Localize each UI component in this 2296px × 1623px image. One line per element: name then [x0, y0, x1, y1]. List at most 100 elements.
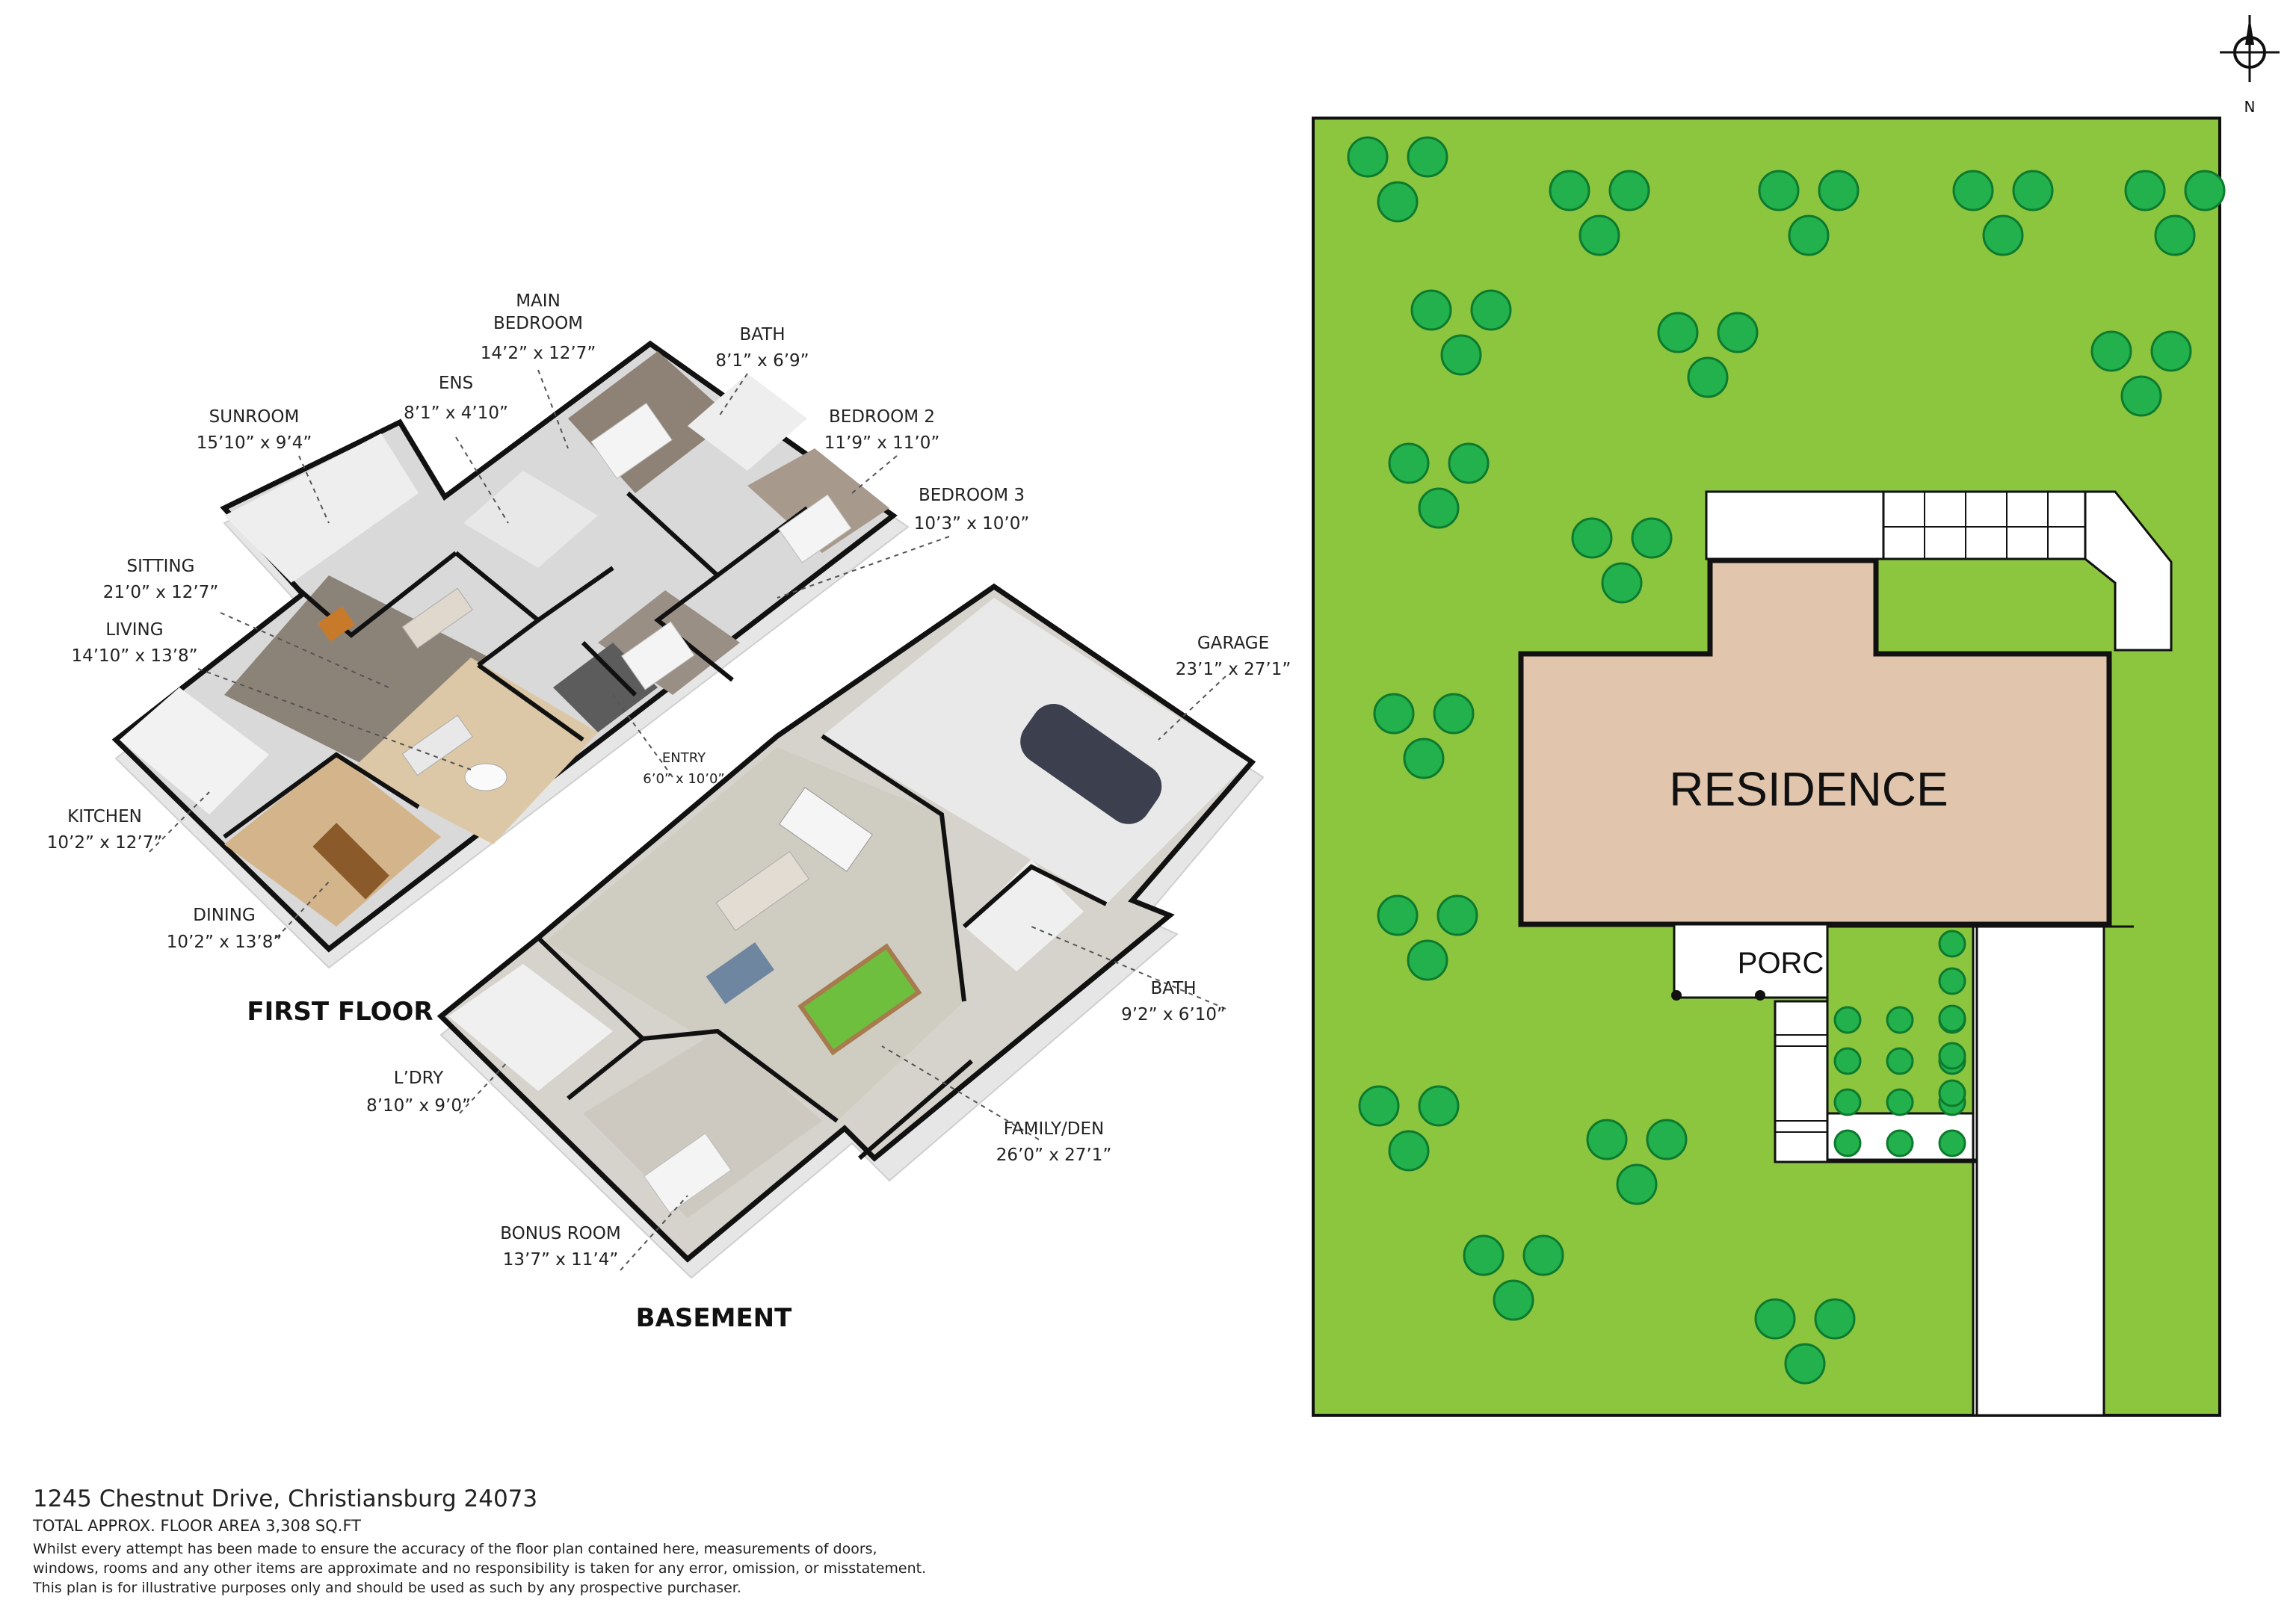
back-deck-boards	[1882, 490, 2087, 560]
tree-icon	[1814, 1298, 1856, 1340]
sofa-icon	[715, 850, 810, 931]
tree-icon	[1463, 1234, 1505, 1276]
bed-icon	[590, 402, 673, 480]
tree-icon	[1982, 214, 2024, 256]
tree-icon	[1403, 738, 1445, 779]
tree-icon	[1938, 1042, 1966, 1070]
tree-icon	[1373, 693, 1415, 735]
tree-icon	[1886, 1006, 1914, 1034]
tree-icon	[2012, 170, 2054, 211]
tree-icon	[1717, 312, 1759, 353]
tree-icon	[2184, 170, 2226, 211]
bed-icon	[644, 1133, 732, 1214]
tree-icon	[2150, 330, 2192, 372]
laundry-floor	[448, 964, 613, 1091]
back-deck-left	[1705, 490, 1885, 560]
tree-icon	[2120, 375, 2162, 417]
tree-icon	[1433, 693, 1475, 735]
tree-icon	[1833, 1129, 1862, 1157]
basement-plan	[436, 583, 1265, 1279]
tree-icon	[1616, 1163, 1658, 1205]
tree-icon	[1758, 170, 1800, 211]
tree-icon	[1788, 214, 1830, 256]
tree-icon	[1784, 1343, 1826, 1385]
tree-icon	[1833, 1047, 1862, 1075]
dining-table-icon	[312, 823, 389, 900]
first-floor-walls	[223, 491, 809, 839]
property-address: 1245 Chestnut Drive, Christiansburg 2407…	[33, 1486, 538, 1512]
tree-icon	[1938, 1004, 1966, 1033]
tree-icon	[1493, 1279, 1534, 1321]
sunroom-floor	[224, 433, 419, 583]
tree-icon	[2090, 330, 2132, 372]
kitchen-floor	[120, 687, 269, 814]
north-compass-icon	[2220, 15, 2280, 82]
tree-icon	[1436, 894, 1478, 936]
sofa-icon	[401, 714, 473, 776]
basement-walls	[536, 734, 1108, 1160]
tree-icon	[2154, 214, 2196, 256]
tree-icon	[1410, 289, 1452, 331]
tree-icon	[1571, 517, 1613, 559]
tree-icon	[1952, 170, 1994, 211]
tree-icon	[1818, 170, 1860, 211]
tree-icon	[1549, 170, 1590, 211]
tree-icon	[1418, 1085, 1460, 1127]
disclaimer-line: Whilst every attempt has been made to en…	[33, 1541, 877, 1557]
tree-icon	[1886, 1047, 1914, 1075]
tree-icon	[1407, 136, 1448, 178]
tree-icon	[1938, 930, 1966, 958]
tree-icon	[1938, 1079, 1966, 1107]
basement-title: BASEMENT	[636, 1303, 792, 1333]
tree-icon	[1388, 1130, 1430, 1172]
first-floor-plan	[111, 340, 910, 969]
tree-icon	[1578, 214, 1620, 256]
ens-floor	[463, 471, 598, 568]
tree-icon	[1418, 487, 1460, 529]
trees	[1347, 136, 2226, 1385]
sofa-icon	[706, 942, 774, 1004]
fireplace-icon	[318, 606, 355, 642]
tree-icon	[1657, 312, 1699, 353]
sofa-icon	[401, 587, 473, 649]
tree-icon	[1608, 170, 1650, 211]
tree-icon	[1358, 1085, 1400, 1127]
tree-icon	[1886, 1129, 1914, 1157]
tree-icon	[1440, 334, 1482, 376]
tree-icon	[1470, 289, 1512, 331]
disclaimer-line: windows, rooms and any other items are a…	[33, 1560, 927, 1577]
basement-bath-floor	[964, 859, 1084, 971]
first-floor-title: FIRST FLOOR	[247, 997, 433, 1027]
disclaimer-line: This plan is for illustrative purposes o…	[33, 1580, 741, 1596]
tree-icon	[1687, 356, 1729, 398]
tree-icon	[1631, 517, 1673, 559]
tree-icon	[1522, 1234, 1564, 1276]
tree-icon	[1833, 1006, 1862, 1034]
room-labels	[149, 369, 1226, 1271]
tree-icon	[1586, 1119, 1628, 1160]
bed-icon	[621, 621, 695, 690]
site-plan: RESIDENCE PORCH N	[1312, 15, 2280, 1417]
tree-icon	[1448, 442, 1490, 484]
coffee-table-icon	[464, 763, 507, 791]
car-icon	[1020, 704, 1162, 824]
porch-steps	[1774, 1000, 1829, 1163]
tree-icon	[1347, 136, 1389, 178]
bonus-room-floor	[583, 1031, 822, 1218]
